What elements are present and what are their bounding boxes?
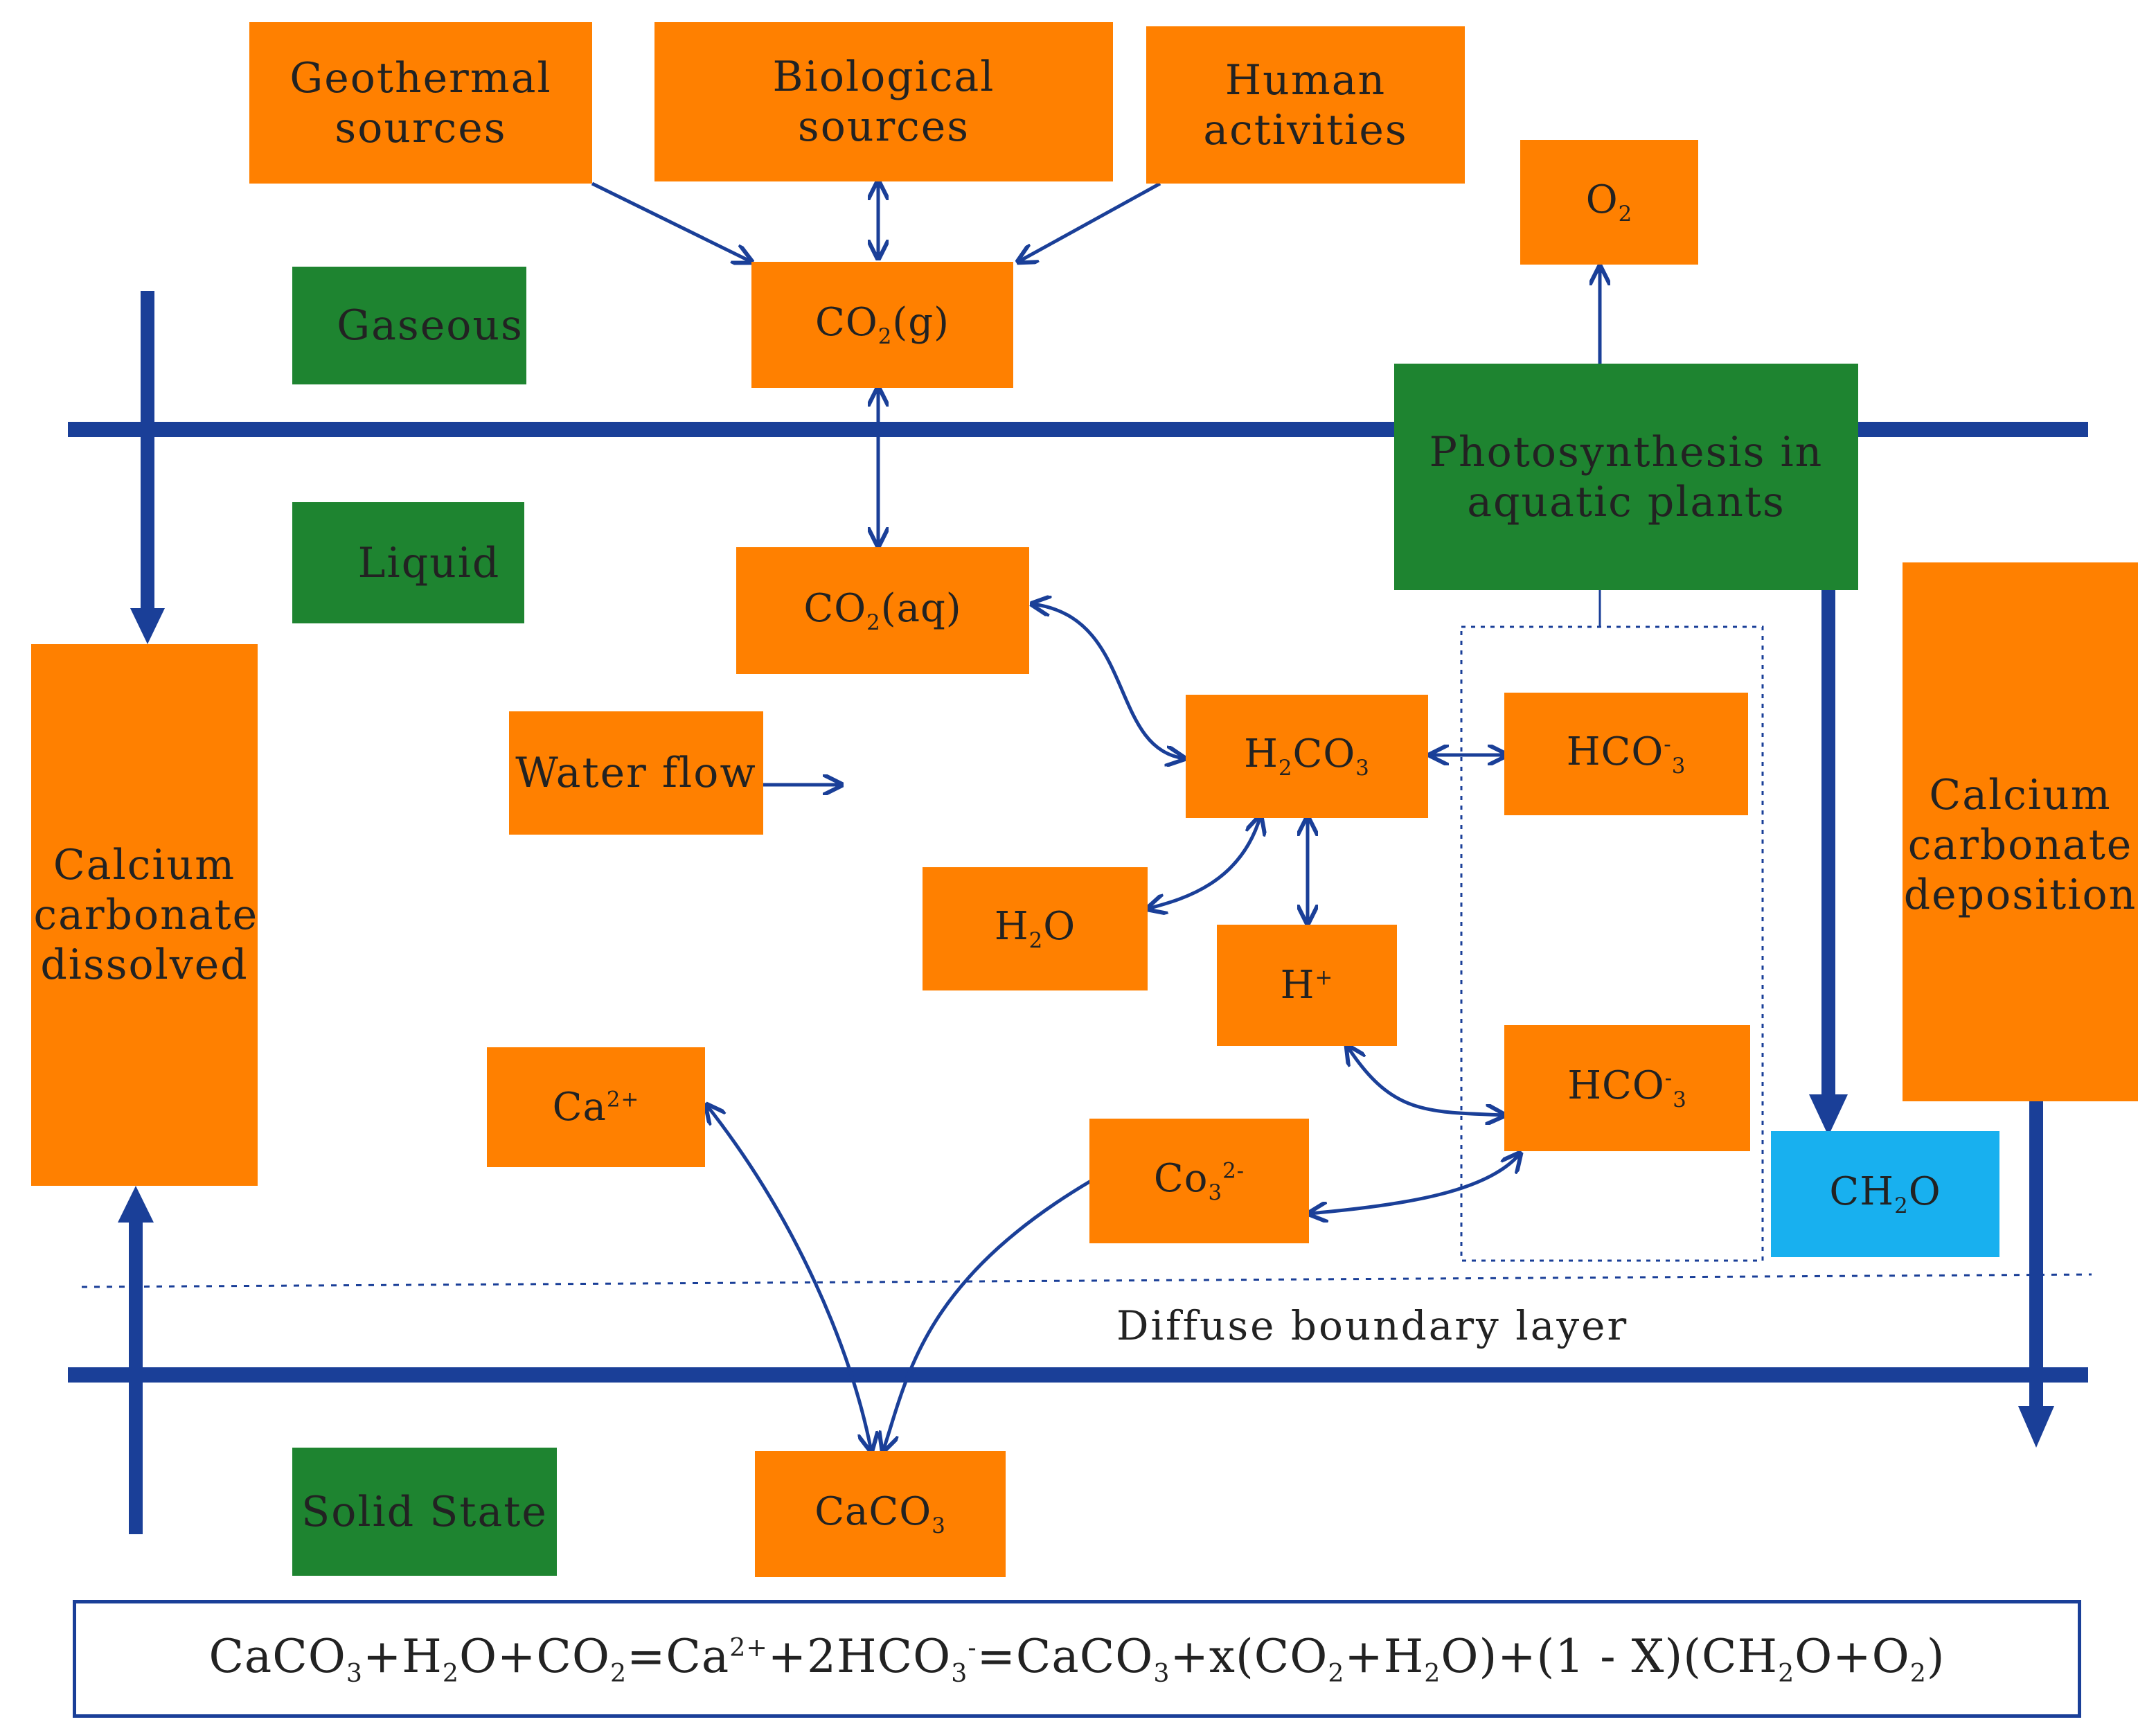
diffuse-boundary-label: Diffuse boundary layer [1116,1302,1629,1349]
hco3-lower-label: HCO-3 [1567,1063,1687,1113]
co2-gas-label: CO2(g) [815,300,950,350]
hco3-lower-box: HCO-3 [1504,1025,1750,1151]
co3-to-caco3 [883,1179,1092,1451]
carbonate-ion-label: Co32- [1153,1156,1245,1206]
calcium-carbonate-deposition-box: Calcium carbonate deposition [1903,562,2138,1101]
water-flow-label: Water flow [515,749,757,797]
geothermal-to-co2g [591,181,751,262]
calcium-ion-label: Ca2+ [552,1084,640,1130]
hco3-upper-label: HCO-3 [1566,729,1686,779]
co2aq-h2co3 [1032,604,1184,758]
human-activities-label: Human activities [1203,55,1408,154]
phase-liquid-label: Liquid [357,538,501,587]
calcium-carbonate-dissolved-box: Calcium carbonate dissolved [31,644,258,1186]
phase-solid-label: Solid State [301,1487,548,1536]
caco3-label: CaCO3 [814,1489,946,1539]
human-to-co2g [1018,181,1161,262]
photosynthesis-box: Photosynthesis in aquatic plants [1394,364,1858,590]
phase-liquid: Liquid [292,502,524,623]
hco3-upper-box: HCO-3 [1504,693,1748,815]
phase-gaseous: Gaseous [292,267,526,384]
bicarbonate-group-frame [1460,625,1764,1262]
ch2o-box: CH2O [1771,1131,1999,1257]
phase-gaseous-label: Gaseous [337,301,524,350]
dissolution-up-head [118,1186,154,1223]
co2-aq-label: CO2(aq) [803,585,962,636]
overall-equation-box: CaCO3+H2O+CO2=Ca2++2HCO3-=CaCO3+x(CO2+H2… [73,1600,2081,1718]
caco3-box: CaCO3 [755,1451,1006,1577]
ca-caco3 [706,1105,871,1451]
h2co3-box: H2CO3 [1186,695,1428,818]
geothermal-sources-box: Geothermal sources [249,22,592,184]
hplus-label: H+ [1280,962,1334,1008]
h2co3-label: H2CO3 [1244,731,1370,781]
hplus-hco3 [1347,1046,1504,1115]
human-activities-box: Human activities [1146,26,1465,184]
co3-hco3 [1309,1153,1520,1214]
h2o-label: H2O [994,904,1076,954]
water-flow-box: Water flow [509,711,763,835]
phase-solid: Solid State [292,1448,557,1576]
co2-gas-box: CO2(g) [751,262,1013,388]
geothermal-sources-label: Geothermal sources [289,53,552,152]
deposition-down-head [2018,1406,2054,1448]
photosynthesis-label: Photosynthesis in aquatic plants [1429,427,1824,526]
overall-equation: CaCO3+H2O+CO2=Ca2++2HCO3-=CaCO3+x(CO2+H2… [208,1629,1945,1689]
hplus-box: H+ [1217,925,1397,1046]
h2co3-h2o [1148,816,1260,909]
diffuse-boundary-line [81,1273,2092,1288]
co2-aq-box: CO2(aq) [736,547,1029,674]
calcium-carbonate-dissolved-label: Calcium carbonate dissolved [33,841,259,989]
dissolution-down-head [130,608,165,644]
ch2o-label: CH2O [1829,1169,1941,1219]
carbonate-ion-box: Co32- [1089,1119,1309,1243]
biological-sources-box: Biological sources [654,22,1113,181]
o2-box: O2 [1520,140,1698,265]
calcium-carbonate-deposition-label: Calcium carbonate deposition [1903,771,2137,919]
h2o-box: H2O [923,867,1148,990]
o2-label: O2 [1585,177,1633,227]
biological-sources-label: Biological sources [772,53,995,151]
ch2o-down-head [1809,1094,1848,1136]
calcium-ion-box: Ca2+ [487,1047,705,1167]
